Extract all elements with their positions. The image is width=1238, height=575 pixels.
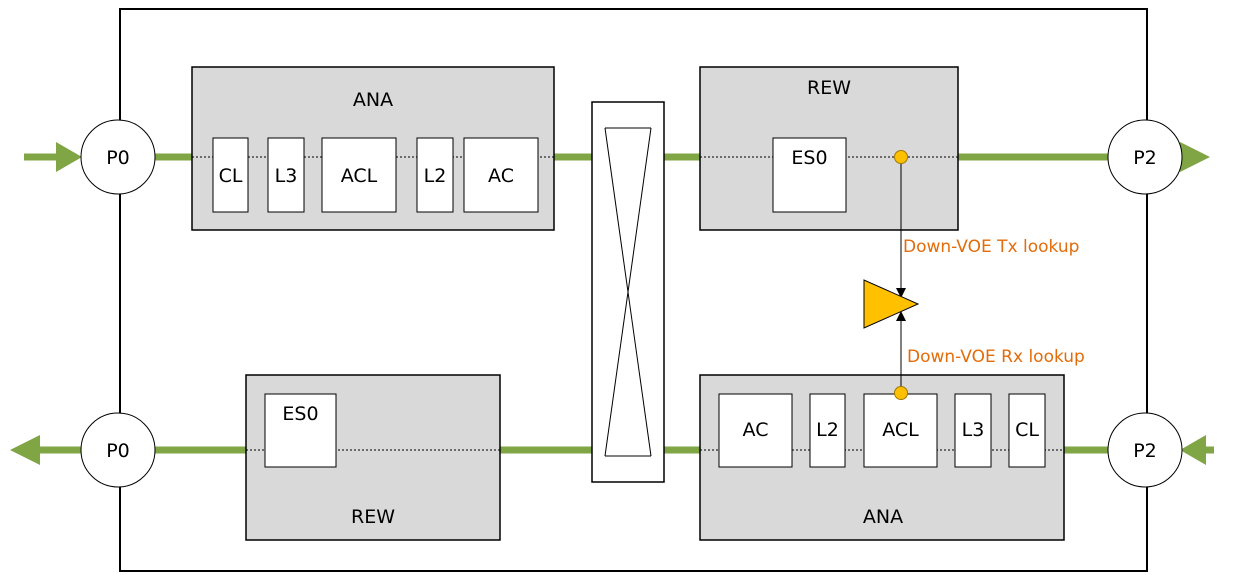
port-top-right: P2 bbox=[1107, 119, 1183, 195]
port-bottom-right: P2 bbox=[1107, 412, 1183, 488]
port-top-right-label: P2 bbox=[1133, 147, 1157, 169]
bottom-ana-stage-l2-label: L2 bbox=[816, 419, 839, 441]
bottom-ana-stage-cl bbox=[1008, 393, 1046, 468]
bottom-ana-stage-acl bbox=[863, 393, 938, 468]
crossbar bbox=[591, 101, 665, 483]
bottom-ana-stage-acl-label: ACL bbox=[882, 419, 919, 441]
port-top-left-label: P0 bbox=[106, 147, 130, 169]
port-bottom-left-label: P0 bbox=[106, 440, 130, 462]
voe-lookup: Down-VOE Tx lookup Down-VOE Rx lookup bbox=[863, 150, 1085, 400]
data-pipes bbox=[10, 142, 1214, 465]
top-ana-stage-ac-label: AC bbox=[488, 165, 514, 187]
top-ana-stage-acl bbox=[321, 137, 397, 213]
top-ana-stage-cl bbox=[212, 137, 249, 213]
top-ana-stage-l3-label: L3 bbox=[275, 165, 298, 187]
bottom-rew-block: REW ES0 bbox=[245, 374, 501, 541]
bottom-ana-stage-ac bbox=[718, 393, 793, 468]
top-ana-stage-acl-label: ACL bbox=[341, 165, 378, 187]
bottom-ana-stage-l3 bbox=[954, 393, 992, 468]
rx-tap-point-icon bbox=[894, 386, 908, 400]
bottom-rew-title: REW bbox=[351, 506, 395, 528]
port-top-left: P0 bbox=[80, 119, 156, 195]
bottom-rew-stage-es0-label: ES0 bbox=[282, 403, 318, 425]
top-rew-title: REW bbox=[807, 77, 851, 99]
rx-lookup-label: Down-VOE Rx lookup bbox=[907, 347, 1085, 367]
top-ana-stage-l3 bbox=[267, 137, 305, 213]
arrow-out-top-right-icon bbox=[1180, 142, 1210, 172]
bottom-rew-stage-es0 bbox=[264, 393, 337, 468]
port-bottom-right-label: P2 bbox=[1133, 440, 1157, 462]
top-ana-stage-cl-label: CL bbox=[219, 165, 243, 187]
bottom-ana-title: ANA bbox=[863, 506, 903, 528]
bottom-ana-stage-cl-label: CL bbox=[1015, 419, 1039, 441]
port-bottom-left: P0 bbox=[80, 412, 156, 488]
top-rew-stage-es0 bbox=[772, 137, 847, 213]
arrow-out-bottom-left-icon bbox=[10, 435, 40, 465]
top-ana-title: ANA bbox=[353, 89, 393, 111]
bottom-ana-stage-l2 bbox=[809, 393, 846, 468]
top-rew-stage-es0-label: ES0 bbox=[791, 147, 827, 169]
top-ana-stage-l2-label: L2 bbox=[424, 165, 447, 187]
top-rew-block: REW ES0 bbox=[699, 66, 959, 231]
tx-lookup-label: Down-VOE Tx lookup bbox=[903, 237, 1079, 257]
top-ana-stage-l2 bbox=[416, 137, 454, 213]
arrow-in-bottom-right-icon bbox=[1180, 435, 1206, 465]
voe-triangle-icon bbox=[863, 279, 920, 329]
bottom-ana-block: ANA AC L2 ACL L3 CL bbox=[699, 374, 1065, 541]
bottom-ana-stage-ac-label: AC bbox=[743, 419, 769, 441]
arrow-in-top-left-icon bbox=[56, 142, 82, 172]
top-ana-stage-ac bbox=[463, 137, 539, 213]
top-ana-block: ANA CL L3 ACL L2 AC bbox=[191, 66, 555, 231]
tx-tap-point-icon bbox=[894, 150, 908, 164]
bottom-ana-stage-l3-label: L3 bbox=[962, 419, 985, 441]
